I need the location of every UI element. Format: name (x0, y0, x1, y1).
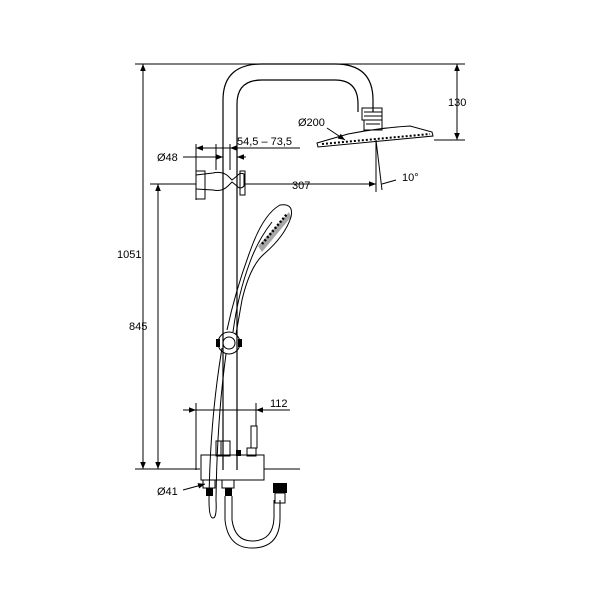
dim-bracket-range: 54,5 – 73,5 (237, 136, 292, 148)
dim-head-drop: 130 (448, 97, 466, 109)
dim-slider-height: 845 (129, 321, 147, 333)
slider-holder (216, 331, 242, 355)
dim-head-diameter: Ø200 (298, 117, 325, 129)
shower-hose (208, 347, 227, 519)
riser-pipe-inner (236, 79, 359, 470)
dimension-lines (135, 63, 465, 491)
hose-outlet (273, 483, 287, 504)
head-swivel-joint (361, 107, 383, 131)
dim-mixer-projection: 112 (270, 398, 288, 410)
dim-rail-diameter: Ø48 (157, 152, 178, 164)
shower-column (195, 63, 434, 549)
dim-head-angle: 10° (402, 172, 419, 184)
overhead-shower-head (316, 125, 434, 148)
hand-shower (226, 204, 292, 335)
dimension-labels: 1051 845 130 307 Ø200 Ø48 54,5 – 73,5 10… (117, 97, 466, 498)
dim-total-height: 1051 (117, 249, 141, 261)
dim-inlet-diameter: Ø41 (157, 486, 178, 498)
supply-hose-loop (224, 496, 281, 549)
dim-arm-reach: 307 (292, 180, 310, 192)
wall-bracket (195, 170, 246, 200)
wall-connectors (202, 479, 235, 496)
